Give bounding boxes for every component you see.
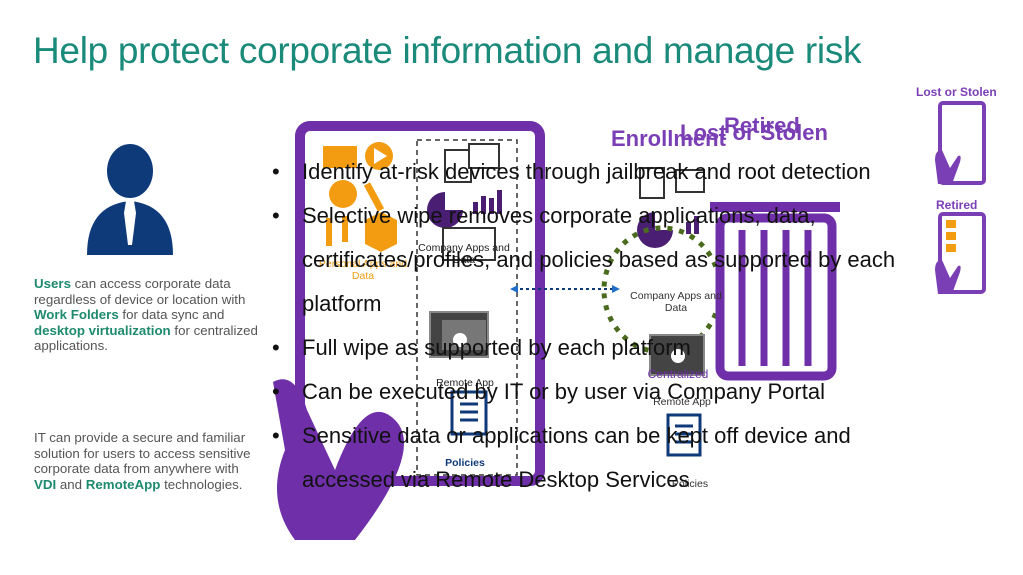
datacenter-graphic — [601, 167, 840, 457]
phone-handset-icon — [363, 182, 385, 212]
sync-arrow — [510, 285, 620, 293]
remote-app-label: Remote App — [436, 377, 494, 389]
pie-icon — [427, 192, 463, 228]
bullet-text: Can be executed by IT or by user via Com… — [302, 379, 825, 404]
users-text-2: for data sync and — [118, 307, 225, 322]
centralized-label: Centralized — [647, 367, 709, 381]
work-folders-bold: Work Folders — [34, 307, 119, 322]
bullet-dot: • — [272, 159, 280, 184]
trash-can-icon — [715, 213, 837, 381]
bullet-item: • Can be executed by IT or by user via Co… — [272, 370, 912, 414]
users-text-3: for centralized applications. — [34, 322, 258, 354]
chart-doc-icon — [468, 143, 500, 169]
user-icon — [87, 144, 173, 255]
hand-graphic — [273, 379, 404, 540]
server-chart-icon — [675, 169, 705, 193]
personal-apps-label: Personal Apps and Data — [318, 258, 408, 282]
policies-label: Policies — [445, 457, 485, 469]
phone-graphic — [273, 121, 545, 540]
trash-lid — [710, 202, 840, 212]
server-pie-icon — [637, 212, 673, 248]
server-remote-app-label: Remote App — [653, 396, 711, 408]
lost-or-stolen-title: Lost or Stolen — [680, 120, 828, 145]
company-apps-label: Company Apps and Data — [418, 242, 510, 266]
users-description: Users can access corporate data regardle… — [34, 276, 259, 354]
slide-title: Help protect corporate information and m… — [33, 30, 862, 71]
users-bold: Users — [34, 276, 71, 291]
server-doc-icon — [639, 167, 665, 199]
users-text-1: can access corporate data regardless of … — [34, 276, 246, 307]
globe-icon — [329, 180, 357, 208]
bullet-text: Full wipe as supported by each platform — [302, 335, 691, 360]
bullet-dot: • — [272, 423, 280, 448]
remoteapp-bold: RemoteApp — [85, 476, 161, 492]
lost-phone-icon — [935, 101, 986, 185]
bullet-item: • Full wipe as supported by each platform — [272, 326, 912, 370]
side-label-lost-or-stolen: Lost or Stolen — [916, 85, 997, 99]
it-text-3: technologies. — [160, 476, 243, 492]
bullet-item: • Sensitive data or applications can be k… — [272, 414, 912, 502]
bullet-item: • Selective wipe removes corporate applic… — [272, 194, 912, 326]
enrollment-title: Enrollment — [611, 126, 726, 151]
document-icon — [444, 149, 472, 183]
bullet-text: Sensitive data or applications can be ke… — [302, 423, 851, 492]
desktop-virtualization-bold: desktop virtualization — [34, 322, 171, 338]
bullet-dot: • — [272, 379, 280, 404]
it-text-2: and — [56, 476, 86, 492]
server-policies-label: Policies — [671, 478, 709, 490]
it-text-1: IT can provide a secure and familiar sol… — [34, 430, 251, 476]
vdi-bold: VDI — [34, 476, 57, 492]
mail-icon — [323, 146, 357, 168]
list-doc-icon — [442, 227, 496, 261]
bullet-text: Identify at-risk devices through jailbre… — [302, 159, 871, 184]
bullet-dot: • — [272, 203, 280, 228]
bullet-dot: • — [272, 335, 280, 360]
side-label-retired: Retired — [936, 198, 978, 212]
retired-phone-icon — [935, 212, 986, 294]
music-icon — [326, 216, 348, 246]
server-company-apps-label: Company Apps and Data — [630, 290, 722, 314]
bullet-text: Selective wipe removes corporate applica… — [302, 203, 896, 316]
it-description: IT can provide a secure and familiar sol… — [34, 430, 259, 492]
bullet-item: • Identify at-risk devices through jailbr… — [272, 150, 912, 194]
bullet-list: • Identify at-risk devices through jailbr… — [272, 150, 912, 502]
package-icon — [365, 212, 397, 252]
retired-title: Retired — [724, 113, 800, 138]
